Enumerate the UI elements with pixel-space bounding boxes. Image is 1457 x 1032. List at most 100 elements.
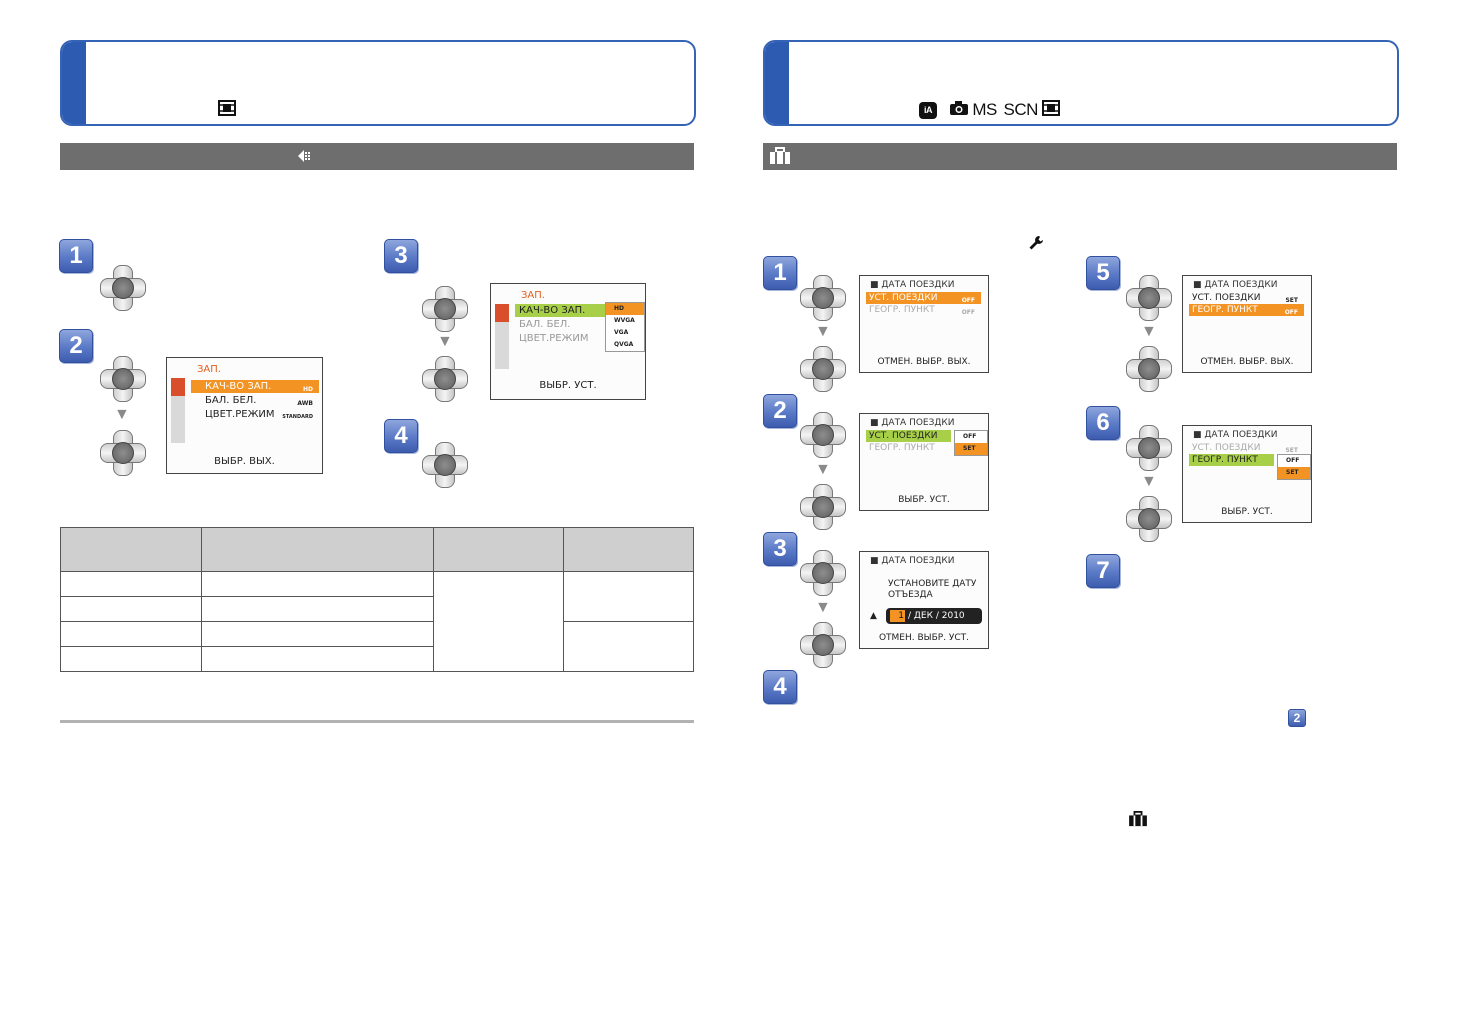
arrow-down-icon: ▼ bbox=[815, 599, 831, 616]
dpad-icon bbox=[1126, 425, 1172, 471]
option-set[interactable]: SET bbox=[955, 443, 987, 455]
arrow-down-icon: ▼ bbox=[114, 406, 130, 423]
menu-item-quality[interactable]: КАЧ-ВО ЗАП. bbox=[515, 304, 605, 317]
movie-mode-icon bbox=[1041, 100, 1060, 120]
menu-item-color-mode: ЦВЕТ.РЕЖИМ bbox=[519, 333, 589, 344]
rec-menu-screen: ЗАП. КАЧ-ВО ЗАП. HD БАЛ. БЕЛ. AWB ЦВЕТ.Р… bbox=[166, 357, 323, 474]
ms-mode-icon: MS bbox=[972, 100, 997, 119]
step-4-badge: 4 bbox=[384, 419, 418, 453]
inline-step-badge: 2 bbox=[1288, 709, 1306, 727]
arrow-down-icon: ▼ bbox=[1141, 473, 1157, 490]
step-1-badge: 1 bbox=[59, 239, 93, 273]
menu-item-label: ЦВЕТ.РЕЖИМ bbox=[205, 409, 275, 420]
step-3-badge: 3 bbox=[763, 532, 797, 566]
screen-title: ■ ДАТА ПОЕЗДКИ bbox=[1193, 280, 1278, 290]
dpad-icon bbox=[800, 275, 846, 321]
menu-item-quality[interactable]: КАЧ-ВО ЗАП. HD bbox=[191, 380, 319, 393]
arrow-down-icon: ▼ bbox=[815, 323, 831, 340]
table-header-row bbox=[60, 527, 694, 572]
left-section-bar bbox=[60, 143, 694, 170]
screen-footer: ОТМЕН. ВЫБР. УСТ. bbox=[878, 633, 970, 643]
option-set[interactable]: SET bbox=[1278, 467, 1310, 479]
record-tab-icon bbox=[495, 304, 509, 322]
dpad-icon bbox=[800, 622, 846, 668]
instruction-line-1: УСТАНОВИТЕ ДАТУ bbox=[888, 579, 977, 589]
dpad-icon bbox=[1126, 275, 1172, 321]
step-2-badge: 2 bbox=[59, 329, 93, 363]
trip-options: OFF SET bbox=[954, 430, 988, 456]
step-2-badge: 2 bbox=[763, 394, 797, 428]
arrow-down-icon: ▼ bbox=[1141, 323, 1157, 340]
title-tab bbox=[765, 42, 789, 124]
trip-date-screen-2: ■ ДАТА ПОЕЗДКИ УСТ. ПОЕЗДКИ ГЕОГР. ПУНКТ… bbox=[859, 413, 989, 511]
rec-quality-screen: ЗАП. КАЧ-ВО ЗАП. БАЛ. БЕЛ. ЦВЕТ.РЕЖИМ HD… bbox=[490, 283, 646, 400]
arrow-down-icon: ▼ bbox=[437, 333, 453, 350]
table-row bbox=[60, 571, 694, 672]
right-section-bar bbox=[763, 143, 1397, 170]
menu-item-label: КАЧ-ВО ЗАП. bbox=[205, 381, 272, 392]
instruction-line-2: ОТЪЕЗДА bbox=[888, 590, 933, 600]
home-icon: ▲ bbox=[870, 611, 877, 621]
screen-footer: ВЫБР. ВЫХ. bbox=[214, 456, 275, 467]
step-4-badge: 4 bbox=[763, 670, 797, 704]
menu-item-location[interactable]: ГЕОГР. ПУНКТ bbox=[1189, 454, 1274, 466]
dpad-icon bbox=[100, 356, 146, 402]
movie-mode-icon bbox=[218, 100, 236, 120]
option-vga[interactable]: VGA bbox=[614, 329, 629, 336]
screen-footer: ОТМЕН. ВЫБР. ВЫХ. bbox=[877, 357, 971, 367]
date-day[interactable]: 1 bbox=[890, 610, 905, 622]
table-row bbox=[60, 621, 694, 672]
screen-title: ■ ДАТА ПОЕЗДКИ bbox=[870, 280, 955, 290]
right-title-box: iA MS SCN bbox=[763, 40, 1399, 126]
dpad-icon bbox=[422, 286, 468, 332]
dpad-icon bbox=[800, 550, 846, 596]
menu-title: ЗАП. bbox=[521, 290, 545, 301]
menu-item-trip-setup[interactable]: УСТ. ПОЕЗДКИ bbox=[866, 430, 951, 442]
screen-footer: ВЫБР. УСТ. bbox=[1221, 507, 1273, 517]
camera-mode-icon bbox=[949, 100, 969, 120]
option-off[interactable]: OFF bbox=[1286, 457, 1300, 464]
dpad-icon bbox=[1126, 496, 1172, 542]
menu-item-white-balance[interactable]: БАЛ. БЕЛ. AWB bbox=[191, 394, 319, 407]
menu-item-color-mode[interactable]: ЦВЕТ.РЕЖИМ STANDARD bbox=[191, 408, 319, 421]
quality-table bbox=[60, 527, 694, 672]
menu-item-value: STANDARD bbox=[282, 414, 313, 420]
dpad-icon bbox=[800, 346, 846, 392]
left-title-box bbox=[60, 40, 696, 126]
suitcase-icon bbox=[1128, 811, 1148, 832]
quality-options: HD WVGA VGA QVGA bbox=[605, 302, 645, 352]
title-tab bbox=[62, 42, 86, 124]
menu-title: ЗАП. bbox=[197, 364, 221, 375]
dpad-icon bbox=[422, 442, 468, 488]
table-row bbox=[60, 646, 694, 672]
dpad-icon bbox=[100, 265, 146, 311]
menu-item-value: AWB bbox=[297, 400, 313, 407]
divider bbox=[60, 720, 694, 723]
menu-item-label: БАЛ. БЕЛ. bbox=[205, 395, 257, 406]
screen-title: ■ ДАТА ПОЕЗДКИ bbox=[870, 556, 955, 566]
trip-date-screen-3: ■ ДАТА ПОЕЗДКИ УСТАНОВИТЕ ДАТУ ОТЪЕЗДА ▲… bbox=[859, 551, 989, 649]
suitcase-icon bbox=[769, 147, 791, 170]
quality-icon bbox=[296, 147, 314, 170]
option-wvga[interactable]: WVGA bbox=[614, 317, 635, 324]
mode-icons: iA MS SCN bbox=[919, 100, 1060, 120]
option-qvga[interactable]: QVGA bbox=[614, 341, 634, 348]
record-tab-icon bbox=[171, 378, 185, 396]
arrow-down-icon: ▼ bbox=[815, 461, 831, 478]
option-off[interactable]: OFF bbox=[963, 433, 977, 440]
date-field[interactable]: 1 / ДЕК / 2010 bbox=[886, 608, 982, 624]
step-5-badge: 5 bbox=[1086, 256, 1120, 290]
step-7-badge: 7 bbox=[1086, 554, 1120, 588]
screen-footer: ОТМЕН. ВЫБР. ВЫХ. bbox=[1200, 357, 1294, 367]
dpad-icon bbox=[800, 412, 846, 458]
scn-mode-icon: SCN bbox=[1003, 100, 1039, 119]
wrench-icon bbox=[1028, 235, 1044, 256]
option-hd[interactable]: HD bbox=[606, 303, 644, 315]
